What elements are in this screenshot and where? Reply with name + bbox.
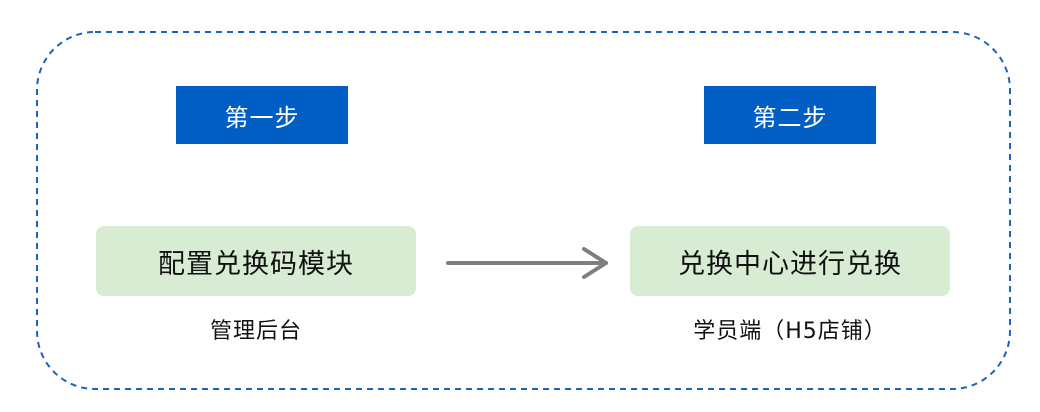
step-1-action-box: 配置兑换码模块	[96, 226, 416, 296]
step-2-label: 第二步	[704, 86, 876, 144]
step-2-action-text: 兑换中心进行兑换	[678, 248, 902, 280]
right-arrow-icon	[446, 247, 608, 279]
step-1-label: 第一步	[176, 86, 348, 144]
step-1-caption: 管理后台	[209, 319, 302, 344]
step-2-action-box: 兑换中心进行兑换	[630, 226, 950, 296]
step-2-caption: 学员端（H5店铺）	[693, 319, 887, 344]
step-1-action-text: 配置兑换码模块	[158, 248, 354, 280]
